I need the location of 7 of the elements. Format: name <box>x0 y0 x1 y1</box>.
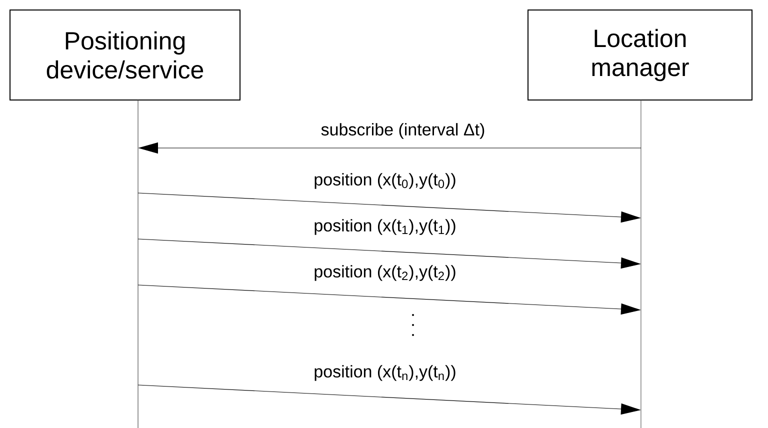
edge-label: subscribe (interval Δt) <box>320 122 486 140</box>
edge-label: position (x(t$_{n}$),y(t$_{n}$)) <box>312 364 458 382</box>
edge-label: position (x(t$_{2}$),y(t$_{2}$)) <box>312 264 458 282</box>
participant-box: Location manager <box>528 10 752 100</box>
edge-label: position (x(t$_{1}$),y(t$_{1}$)) <box>312 218 458 236</box>
participant-box: Positioning device/service <box>10 10 240 100</box>
edge-label: position (x(t$_{0}$),y(t$_{0}$)) <box>312 172 458 190</box>
